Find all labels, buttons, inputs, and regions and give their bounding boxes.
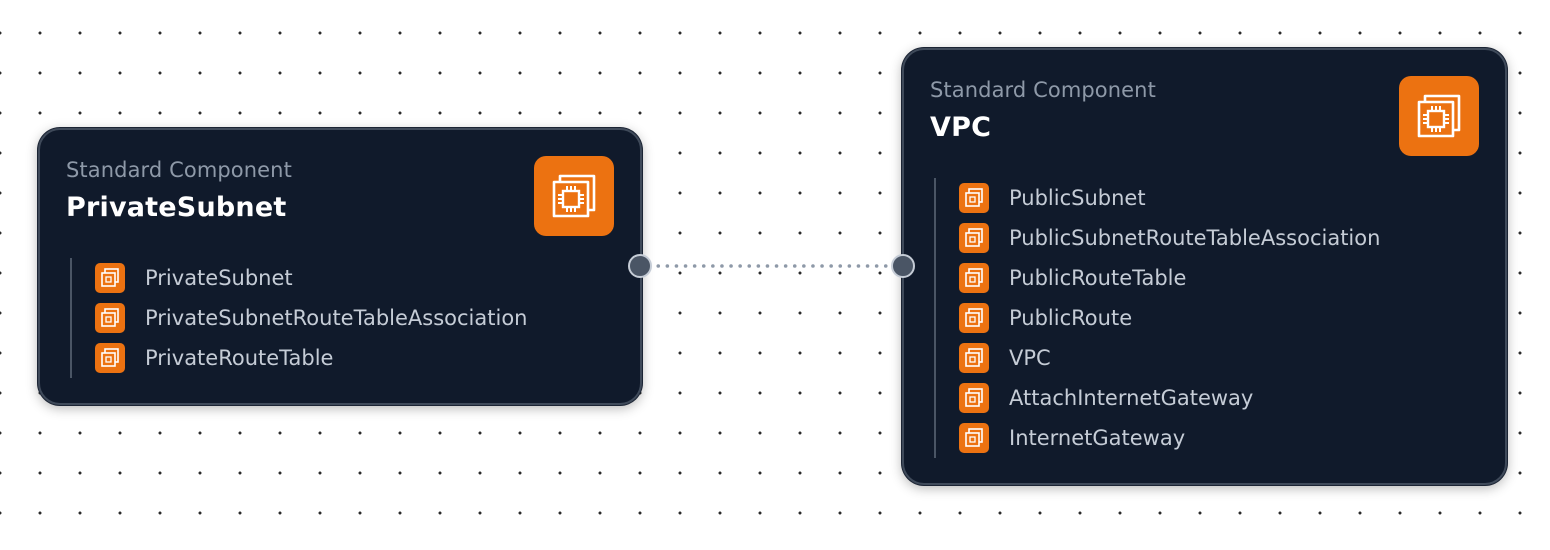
- resource-label: PublicRouteTable: [1009, 266, 1187, 290]
- component-type-label: Standard Component: [66, 158, 292, 182]
- resource-item[interactable]: AttachInternetGateway: [936, 378, 1380, 418]
- ec2-chip-icon: [959, 223, 989, 253]
- ec2-chip-icon: [959, 383, 989, 413]
- resource-item[interactable]: PublicRouteTable: [936, 258, 1380, 298]
- ec2-chip-icon: [534, 156, 614, 236]
- ec2-chip-icon: [1399, 76, 1479, 156]
- ec2-chip-icon: [95, 263, 125, 293]
- resource-label: PrivateSubnet: [145, 266, 293, 290]
- resource-item[interactable]: PublicSubnet: [936, 178, 1380, 218]
- resource-item[interactable]: InternetGateway: [936, 418, 1380, 458]
- resource-label: AttachInternetGateway: [1009, 386, 1254, 410]
- component-title: VPC: [930, 112, 992, 143]
- resource-list: PrivateSubnet PrivateSubnetRouteTableAss…: [70, 258, 527, 378]
- ec2-chip-icon: [95, 303, 125, 333]
- resource-list: PublicSubnet PublicSubnetRouteTableAssoc…: [934, 178, 1380, 458]
- resource-label: PrivateRouteTable: [145, 346, 334, 370]
- component-type-label: Standard Component: [930, 78, 1156, 102]
- resource-item[interactable]: PublicSubnetRouteTableAssociation: [936, 218, 1380, 258]
- ec2-chip-icon: [959, 343, 989, 373]
- ec2-chip-icon: [959, 183, 989, 213]
- ec2-chip-icon: [959, 263, 989, 293]
- resource-label: PrivateSubnetRouteTableAssociation: [145, 306, 528, 330]
- ec2-chip-icon: [959, 303, 989, 333]
- resource-label: PublicSubnet: [1009, 186, 1146, 210]
- resource-item[interactable]: PublicRoute: [936, 298, 1380, 338]
- component-card-vpc[interactable]: Standard Component VPC PublicSubnet: [902, 48, 1507, 485]
- resource-label: PublicSubnetRouteTableAssociation: [1009, 226, 1381, 250]
- resource-item[interactable]: PrivateSubnetRouteTableAssociation: [72, 298, 527, 338]
- ec2-chip-icon: [959, 423, 989, 453]
- resource-label: PublicRoute: [1009, 306, 1133, 330]
- component-card-privatesubnet[interactable]: Standard Component PrivateSubnet Private…: [38, 128, 642, 405]
- ec2-chip-icon: [95, 343, 125, 373]
- resource-item[interactable]: VPC: [936, 338, 1380, 378]
- component-title: PrivateSubnet: [66, 192, 287, 223]
- resource-item[interactable]: PrivateRouteTable: [72, 338, 527, 378]
- resource-item[interactable]: PrivateSubnet: [72, 258, 527, 298]
- resource-label: VPC: [1009, 346, 1051, 370]
- resource-label: InternetGateway: [1009, 426, 1186, 450]
